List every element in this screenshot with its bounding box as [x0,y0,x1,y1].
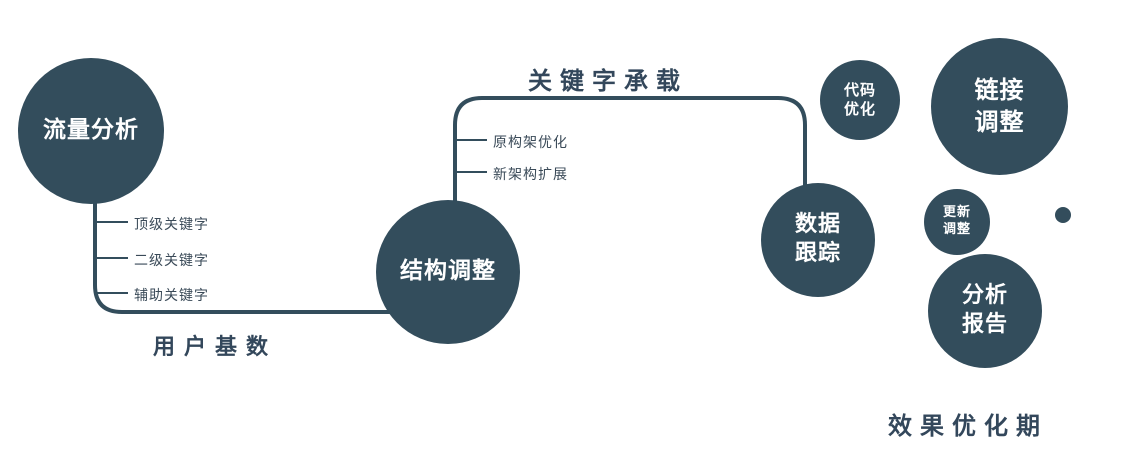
node-link-adjustment-line1: 链接 [974,76,1025,105]
node-data-tracking-line1: 数据 [794,212,841,238]
node-traffic-analysis-label: 流量分析 [43,117,139,144]
node-structure-adjust: 结构调整 [376,200,520,344]
node-update-adjustment: 更新 调整 [924,189,990,255]
branch-label-auxiliary-keyword: 辅助关键字 [134,288,209,304]
node-data-tracking-line2: 跟踪 [794,241,841,266]
node-traffic-analysis: 流量分析 [18,58,164,204]
node-link-adjustment-line2: 调整 [974,107,1025,136]
node-structure-adjust-label: 结构调整 [400,258,496,285]
branch-label-secondary-keyword: 二级关键字 [134,253,209,269]
branch-label-top-keyword: 顶级关键字 [134,217,209,233]
node-code-optimization: 代码 优化 [820,60,900,140]
caption-effect-optimization-period: 效果优化期 [888,412,1048,440]
node-code-optimization-line2: 优化 [843,100,876,118]
node-code-optimization-line1: 代码 [843,80,876,99]
node-analysis-report-line1: 分析 [961,283,1008,309]
edge-label-keyword-carrying: 关键字承载 [528,67,688,95]
edge-label-user-base: 用户基数 [153,335,278,360]
node-update-adjustment-line1: 更新 [942,205,971,221]
node-update-adjustment-line2: 调整 [942,222,971,237]
edge-traffic-to-structure [93,150,392,314]
branch-label-new-architecture: 新架构扩展 [493,167,568,183]
edge-structure-to-tracking [453,96,807,225]
node-link-adjustment: 链接 调整 [931,38,1068,175]
branch-label-original-architecture: 原构架优化 [493,135,568,151]
node-data-tracking: 数据 跟踪 [761,183,875,297]
small-dot-marker [1055,207,1071,223]
node-analysis-report: 分析 报告 [928,254,1042,368]
node-analysis-report-line2: 报告 [961,312,1008,337]
